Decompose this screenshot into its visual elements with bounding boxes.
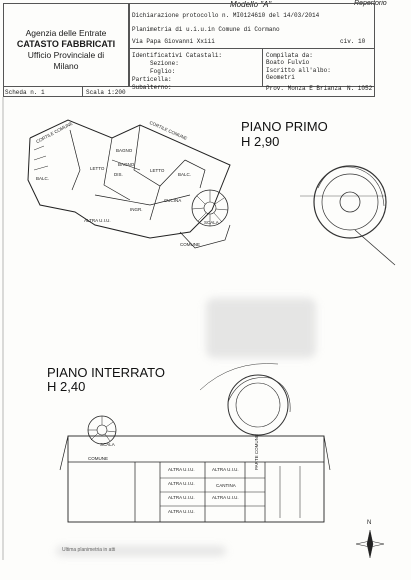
int-altra-4: ALTRA U.I.U. [168, 495, 195, 500]
room-letto-2: LETTO [150, 168, 165, 173]
address-text: Via Papa Giovanni Xxiii [132, 38, 215, 45]
declaration-text: Dichiarazione protocollo n. MI0124610 de… [132, 12, 320, 19]
second-seal [199, 363, 291, 436]
civic-number: civ. 10 [340, 38, 366, 45]
int-altra-2: ALTRA U.I.U. [212, 467, 239, 472]
ident-title: Identificativi Catastali: [132, 52, 223, 59]
piano-primo-plan [27, 119, 231, 249]
footer-note: Ultima planimetria in atti [62, 547, 116, 553]
piano-primo-title: PIANO PRIMO [241, 119, 328, 134]
scheda-divider [82, 87, 83, 97]
foglio-label: Foglio: [150, 68, 176, 75]
int-parte-comune: PARTE COMUNE [254, 434, 259, 470]
compilatore-name: Boato Fulvio [266, 59, 310, 66]
piano-primo-height: H 2,90 [241, 134, 280, 149]
int-scala: SCALA [100, 442, 115, 447]
piano-interrato-title: PIANO INTERRATO [47, 365, 165, 380]
iscr-number: N. 1052 [347, 85, 373, 92]
int-comune: COMUNE [88, 456, 108, 461]
room-balc-2: BALC. [178, 172, 192, 177]
north-label: N [367, 520, 372, 526]
header-divider [129, 48, 375, 49]
planimetria-text: Planimetria di u.i.u.in Comune di Corman… [132, 26, 280, 33]
room-cucina: CUCINA [164, 198, 182, 203]
room-balc: BALC. [36, 176, 50, 181]
ufficio-label: Ufficio Provinciale di [27, 50, 105, 60]
room-ingr: INGR. [130, 207, 143, 212]
int-altra-1: ALTRA U.I.U. [168, 467, 195, 472]
agency-box: Agenzia delle Entrate CATASTO FABBRICATI… [3, 3, 129, 87]
room-letto-1: LETTO [90, 166, 105, 171]
footer-blur [56, 546, 226, 556]
piano-interrato-height: H 2,40 [47, 379, 86, 394]
ufficio-city: Milano [53, 61, 79, 71]
room-comune: COMUNE [180, 242, 200, 247]
room-scala: SCALA [204, 220, 219, 225]
subalterno-label: Subalterno: [132, 84, 172, 91]
model-stamp: Modello "A" [230, 0, 272, 9]
int-altra-3: ALTRA U.I.U. [168, 481, 195, 486]
room-altra-uiu: ALTRA U.I.U. [84, 218, 111, 223]
room-dis: DIS. [114, 172, 123, 177]
albo-value: Geometri [266, 74, 295, 81]
compilata-label: Compilata da: [266, 52, 313, 59]
particella-label: Particella: [132, 76, 172, 83]
int-altra-6: ALTRA U.I.U. [168, 509, 195, 514]
header-vdivider [262, 48, 263, 87]
north-arrow-icon [355, 529, 385, 559]
signature-blur [206, 298, 316, 358]
room-bagno-1: BAGNO [116, 148, 133, 153]
notary-seal [300, 165, 396, 266]
scheda-number: Scheda n. 1 [5, 89, 45, 96]
catasto-title: CATASTO FABBRICATI [16, 39, 116, 49]
int-altra-5: ALTRA U.I.U. [212, 495, 239, 500]
iscritto-label: Iscritto all'albo: [266, 67, 331, 74]
sezione-label: Sezione: [150, 60, 179, 67]
room-bagno-2: BAGNO [118, 162, 135, 167]
scale-value: Scala 1:200 [86, 89, 126, 96]
agency-name: Agenzia delle Entrate [25, 28, 107, 38]
int-cantina: CANTINA [216, 483, 236, 488]
prov-value: Prov. Monza E Brianza [266, 85, 342, 92]
scheda-row [3, 87, 375, 97]
piano-interrato-plan [59, 415, 331, 523]
declaration-box [129, 3, 375, 87]
